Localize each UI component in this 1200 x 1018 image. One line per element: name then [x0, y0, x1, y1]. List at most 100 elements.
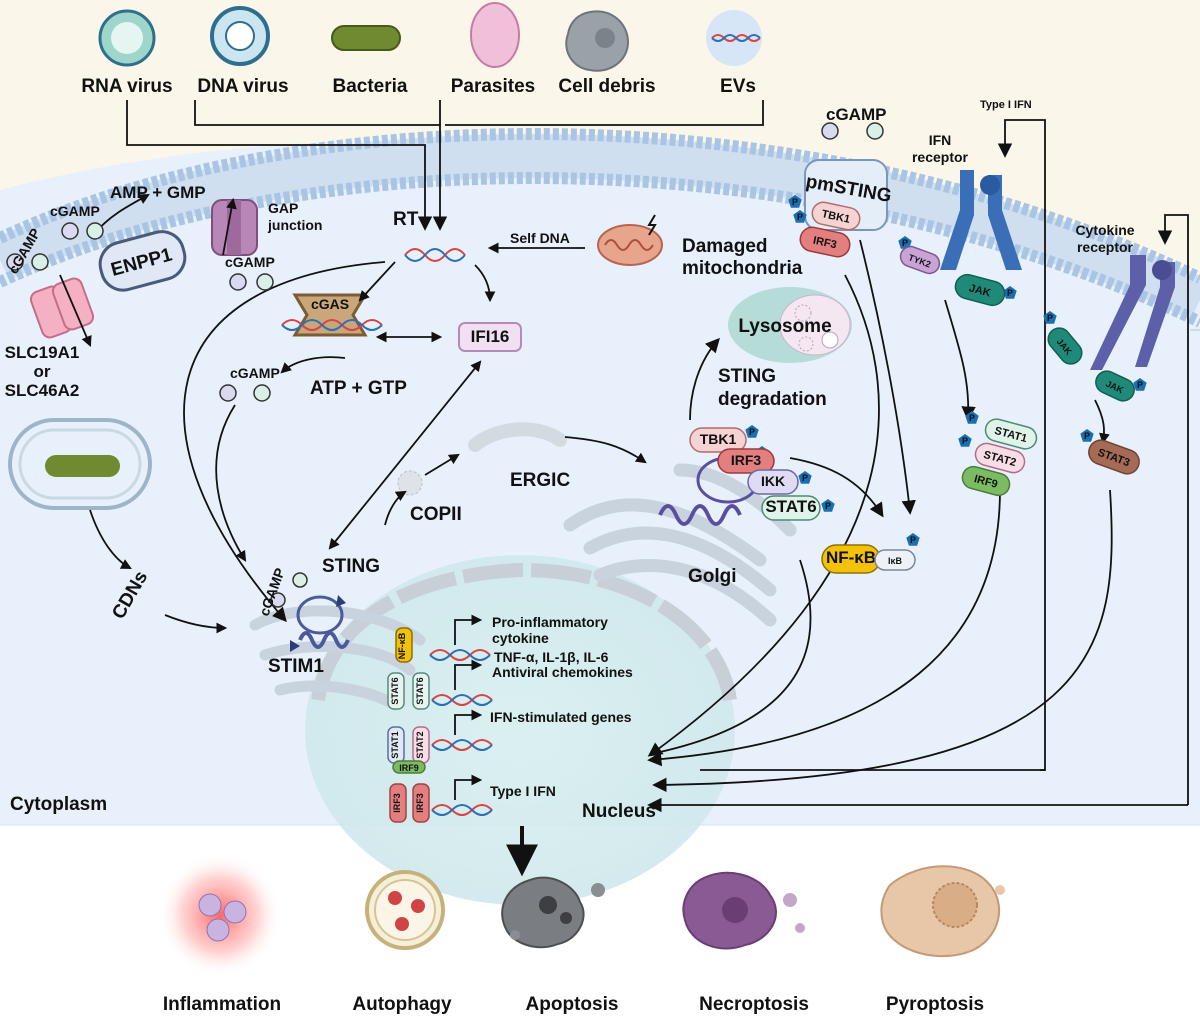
source-label: Parasites	[451, 76, 536, 97]
stat6-gene-label: STAT6	[390, 677, 400, 704]
cgamp-label: cGAMP	[826, 105, 886, 124]
rna-virus-icon	[98, 9, 156, 67]
autophagy-icon	[365, 870, 445, 950]
damaged-mitochondria-icon	[597, 214, 663, 266]
nfkb-gene-label: NF-κB	[397, 632, 407, 659]
sting-label: STING	[322, 556, 380, 577]
phosphate-label: P	[797, 212, 803, 222]
sting-degradation-label: degradation	[718, 389, 827, 410]
irf3-pmsting-label: IRF3	[812, 235, 838, 252]
gene-label: cytokine	[492, 630, 549, 646]
ifn-receptor-label: receptor	[912, 149, 969, 165]
phosphate-badge: P	[745, 425, 759, 438]
ergic-label: ERGIC	[510, 470, 570, 491]
gene-label: TNF-α, IL-1β, IL-6	[494, 649, 609, 665]
damaged-mito-label: mitochondria	[682, 258, 803, 279]
lysosome-label: Lysosome	[738, 316, 831, 337]
cytokine-receptor-label: receptor	[1077, 239, 1134, 255]
bacterium-compartment	[8, 418, 152, 510]
phosphate-label: P	[802, 473, 808, 483]
copii-vesicle	[397, 470, 423, 496]
outcome-label: Inflammation	[163, 994, 281, 1015]
sting-degradation-label: STING	[718, 366, 776, 387]
irf9-gene-label: IRF9	[399, 763, 419, 773]
self-dna-label: Self DNA	[510, 230, 570, 246]
gene-label: Type I IFN	[490, 783, 556, 799]
apoptosis-icon	[501, 876, 605, 949]
source-label: Cell debris	[558, 76, 655, 97]
stat6-pill-label: STAT6	[765, 497, 816, 516]
outcome-label: Autophagy	[352, 994, 452, 1015]
irf3-pmsting: IRF3	[799, 226, 851, 258]
stat1-pill: STAT1	[984, 418, 1038, 450]
phosphate-label: P	[910, 535, 916, 545]
irf3-golgi: IRF3	[717, 448, 775, 474]
phosphate-badge: P	[793, 210, 807, 223]
source-label: RNA virus	[81, 76, 172, 97]
lysosome	[728, 287, 852, 363]
gene-label: Antiviral chemokines	[492, 664, 633, 680]
sting-golgi-coil	[658, 504, 742, 526]
cgamp-label: cGAMP	[230, 365, 280, 381]
pyroptosis-icon	[880, 865, 1005, 958]
irf3-gene-label: IRF3	[415, 793, 425, 813]
slc-label: SLC46A2	[5, 381, 80, 400]
phosphate-badge: P	[958, 434, 972, 447]
phosphate-label: P	[1047, 313, 1053, 323]
golgi	[563, 463, 797, 627]
gap-junction	[211, 199, 258, 256]
phosphate-badge: P	[788, 195, 802, 208]
source-label: Bacteria	[333, 76, 408, 97]
inflammation-icon	[158, 853, 282, 977]
irf9-pill-label: IRF9	[973, 473, 999, 491]
tbk1-pmsting-label: TBK1	[820, 208, 851, 226]
cell-debris-icon	[565, 10, 630, 72]
sting-protein	[290, 595, 350, 652]
damaged-mito-label: Damaged	[682, 236, 768, 257]
membrane-core	[0, 134, 1200, 320]
ifn-receptor-label: IFN	[929, 132, 952, 148]
ifn-receptor	[940, 170, 1022, 270]
phosphate-label: P	[825, 501, 831, 511]
cytoplasm-region	[0, 139, 1200, 825]
cgamp-label: cGAMP	[225, 254, 275, 270]
phosphate-label: P	[1137, 380, 1143, 390]
ifi16-box	[458, 322, 522, 352]
phosphate-badge: P	[898, 236, 912, 249]
necroptosis-icon	[682, 871, 805, 950]
phosphate-label: P	[792, 197, 798, 207]
jak-cytokine-2: JAK	[1095, 370, 1135, 402]
enpp1-enzyme	[98, 230, 187, 292]
phosphate-badge: P	[1003, 286, 1017, 299]
pathway-arrows	[59, 100, 1189, 813]
stat1-gene-label: STAT1	[390, 731, 400, 758]
gene-label: IFN-stimulated genes	[490, 709, 632, 725]
outcome-label: Apoptosis	[526, 994, 619, 1015]
copii-label: COPII	[410, 504, 462, 525]
stat2-pill: STAT2	[974, 442, 1026, 474]
protein-pills: TBK1IRF3TYK2JAKJAKJAKTBK1IRF3IKKSTAT6NF-…	[689, 201, 1140, 574]
stat6-gene-label: STAT6	[415, 677, 425, 704]
ergic-vesicle	[468, 422, 567, 452]
gap-junction-label: GAP	[268, 200, 298, 216]
stat3-pill: STAT3	[1088, 439, 1140, 475]
phosphate-badge: P	[1043, 311, 1057, 324]
rt-label: RT	[393, 209, 419, 230]
phosphate-label: P	[962, 436, 968, 446]
phosphate-badge: P	[965, 411, 979, 424]
phosphate-label: P	[1007, 288, 1013, 298]
jak-cytokine-1: JAK	[1047, 327, 1083, 365]
phosphate-badge: P	[906, 533, 920, 546]
outcome-label: Necroptosis	[699, 994, 809, 1015]
nucleus-genes	[387, 627, 493, 823]
source-label: EVs	[720, 76, 756, 97]
phosphate-badge: P	[798, 471, 812, 484]
tyk2-pill: TYK2	[899, 245, 941, 275]
cytokine-receptor-label: Cytokine	[1075, 222, 1134, 238]
nucleus-label: Nucleus	[582, 801, 656, 822]
tbk1-pmsting: TBK1	[811, 201, 861, 231]
outcome-label: Pyroptosis	[886, 994, 984, 1015]
slc-label: or	[34, 362, 51, 381]
stim1-label: STIM1	[268, 656, 324, 677]
